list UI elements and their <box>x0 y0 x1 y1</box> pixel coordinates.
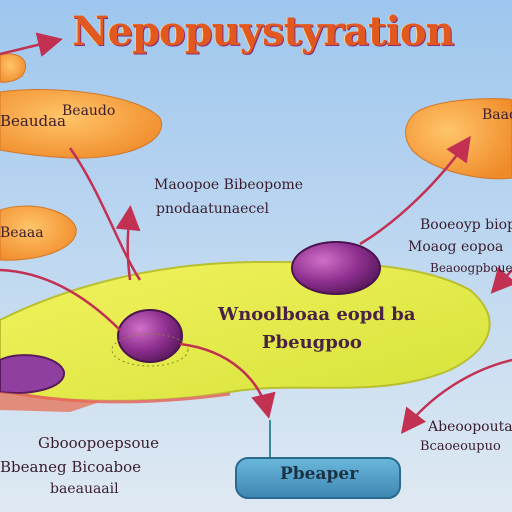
label-right-bottom-2: Bcaoeoupuo <box>420 439 501 454</box>
arrow-left-mid <box>0 268 121 331</box>
label-center-main-1: Wnoolboaa eopd ba <box>218 304 416 325</box>
nucleus-right <box>291 241 381 295</box>
label-center-top-2: pnodaatunaecel <box>156 201 269 217</box>
arrow-title <box>0 32 63 57</box>
label-left-mid: Beaaa <box>0 225 44 241</box>
label-right-bottom-1: Abeoopoutae <box>428 419 512 435</box>
label-left-top: Beaudaa <box>0 112 66 130</box>
nucleus-center <box>117 309 183 363</box>
label-left-top2: Beaudo <box>62 103 116 119</box>
organelle-left <box>0 354 65 394</box>
diagram-title: Nepopuystyration <box>72 8 455 55</box>
label-right-top: Baaoo <box>482 107 512 123</box>
label-bottom-left-3: baeauaail <box>50 481 119 497</box>
bottom-box-label: Pbeaper <box>280 464 359 484</box>
arrow-center-bottom <box>179 342 276 419</box>
nucleus-center-halo <box>111 333 189 367</box>
label-bottom-left-1: Gbooopoepsoue <box>38 434 160 452</box>
blob-left-mid <box>0 205 77 261</box>
label-right-mid-2: Moaog eopoa <box>408 239 504 255</box>
blob-top-left <box>0 53 27 83</box>
arrow-left-top <box>68 147 142 281</box>
label-center-top-1: Maoopoe Bibeopome <box>154 177 304 193</box>
arrow-right-top <box>359 135 471 246</box>
label-right-mid-1: Booeoyp biopeo <box>420 217 512 233</box>
label-right-mid-3: Beaoogpboue <box>430 261 512 275</box>
label-bottom-left-2: Bbeaneg Bicoaboe <box>0 458 142 476</box>
arrow-right-bottom <box>400 358 512 434</box>
arrow-right-edge <box>490 266 512 294</box>
label-center-main-2: Pbeugpoo <box>262 332 362 353</box>
organelle-left-shadow <box>0 392 100 412</box>
blob-left-top <box>0 89 162 159</box>
arrow-down-center <box>115 205 141 281</box>
bottom-box <box>235 457 401 499</box>
